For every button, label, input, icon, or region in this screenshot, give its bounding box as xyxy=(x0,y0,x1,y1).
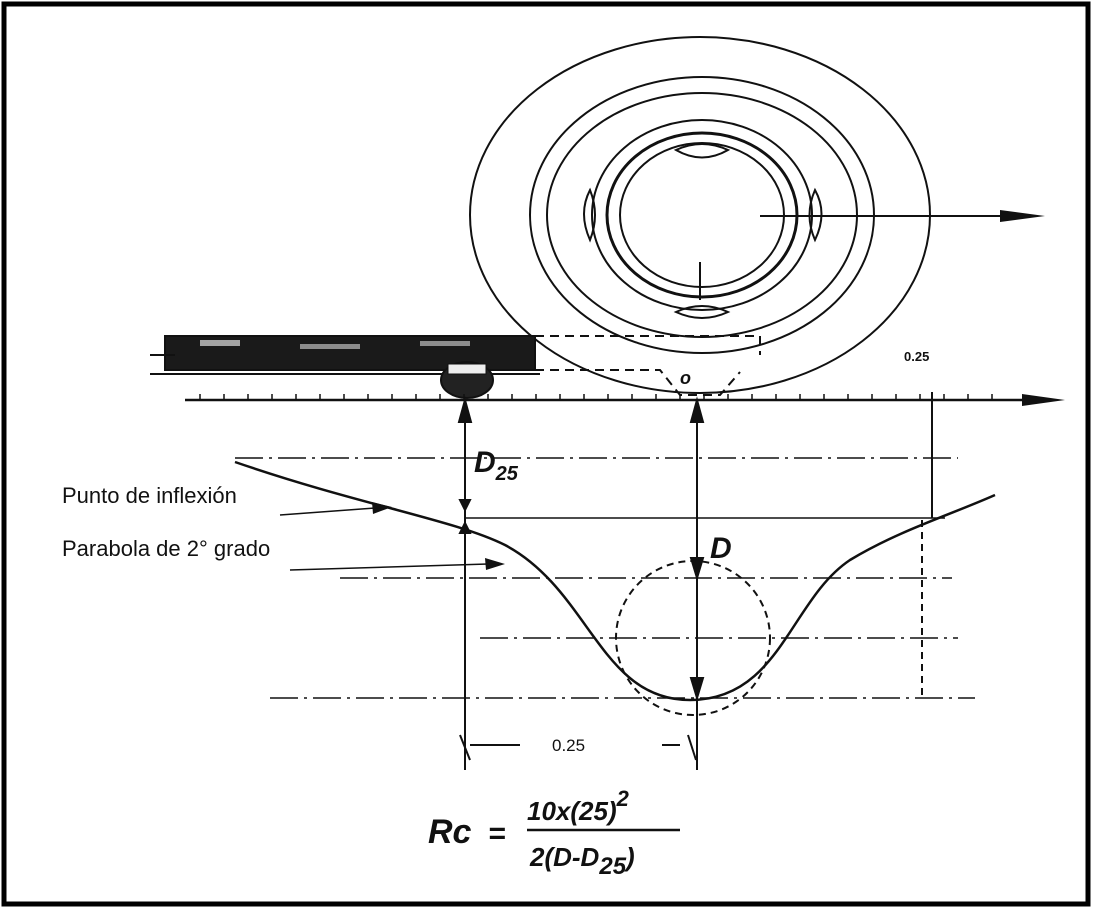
road-surface xyxy=(185,394,1065,406)
rim-mark-right xyxy=(808,187,823,243)
parabola-label: Parabola de 2° grado xyxy=(62,536,270,561)
d-measure xyxy=(689,396,705,770)
reference-lines xyxy=(235,457,975,699)
distance-label-top: 0.25 xyxy=(904,349,929,364)
formula-denominator: 2(D-D25) xyxy=(529,842,635,880)
contact-label-o: o xyxy=(680,368,691,388)
rim-mark-left xyxy=(583,187,596,243)
inflexion-arrow xyxy=(279,502,392,516)
beam-truck xyxy=(150,335,540,399)
rim-mark-bottom xyxy=(673,305,731,319)
formula-lhs: Rc xyxy=(428,813,472,851)
deflection-curve xyxy=(234,460,996,702)
d25-label: D25 xyxy=(474,446,519,485)
rim-mark-top xyxy=(673,143,731,159)
hub-inner xyxy=(619,142,785,288)
inflexion-label: Punto de inflexión xyxy=(62,483,237,508)
formula: Rc = 10x(25)2 2(D-D25) xyxy=(428,786,680,880)
motion-arrow xyxy=(760,210,1045,222)
contact-outline xyxy=(535,335,761,396)
bottom-distance-marker xyxy=(459,734,697,761)
formula-numerator: 10x(25)2 xyxy=(527,786,630,826)
d25-measure xyxy=(457,396,473,770)
formula-equals: = xyxy=(488,817,506,850)
parabola-arrow xyxy=(289,558,505,571)
distance-label-bottom: 0.25 xyxy=(552,736,585,755)
d-label: D xyxy=(710,532,732,565)
